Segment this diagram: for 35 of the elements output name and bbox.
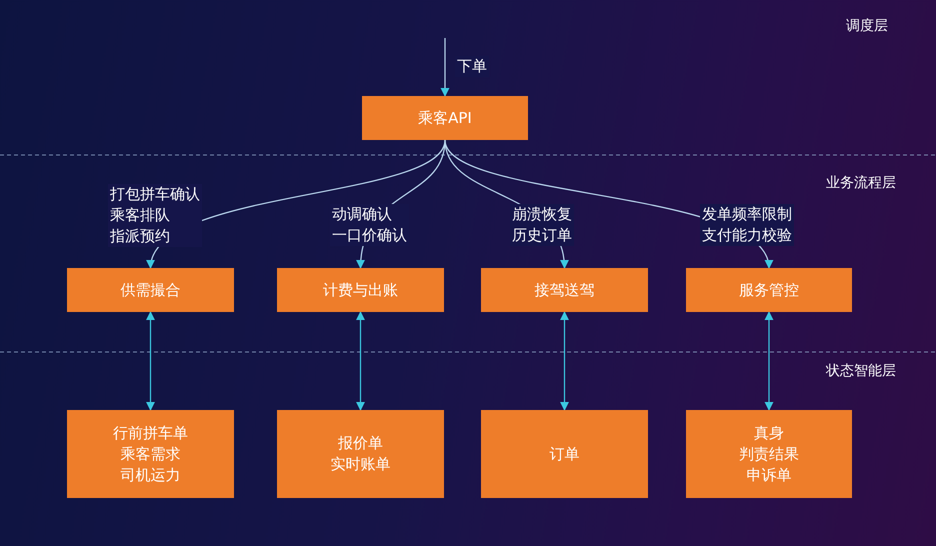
edge-label: 动调确认一口价确认	[330, 204, 409, 246]
process-box	[686, 410, 852, 498]
layer-label: 业务流程层	[826, 174, 896, 192]
box-text: 接驾送驾	[534, 280, 594, 300]
process-box	[277, 410, 444, 498]
arrow	[764, 311, 774, 411]
box-text: 行前拼车单	[113, 422, 188, 444]
box-text: 司机运力	[120, 464, 180, 486]
process-box	[481, 268, 648, 312]
edge-label: 发单频率限制支付能力校验	[700, 204, 794, 246]
arrow	[440, 38, 450, 97]
box-text: 计费与出账	[323, 280, 398, 300]
process-box	[67, 410, 234, 498]
layer-label: 状态智能层	[826, 362, 896, 380]
process-box	[686, 268, 852, 312]
box-text: 服务管控	[739, 280, 799, 300]
process-box	[67, 268, 234, 312]
box-text: 判责结果	[739, 444, 799, 464]
box-text: 供需撮合	[120, 280, 180, 300]
box-text: 乘客API	[418, 108, 472, 128]
process-box	[362, 96, 528, 140]
box-text: 报价单	[338, 433, 383, 454]
arrow	[560, 311, 569, 411]
box-text: 申诉单	[746, 464, 792, 486]
box-text: 乘客需求	[120, 444, 180, 464]
box-text: 实时账单	[330, 454, 390, 475]
arrow	[146, 311, 155, 411]
layer-label: 调度层	[846, 17, 888, 35]
process-box	[481, 410, 648, 498]
process-box	[277, 268, 444, 312]
edge-label: 打包拼车确认乘客排队指派预约	[108, 184, 202, 247]
arrow	[356, 311, 365, 411]
edge-label: 崩溃恢复历史订单	[510, 204, 574, 246]
box-text: 订单	[550, 444, 580, 464]
box-text: 真身	[754, 422, 784, 444]
